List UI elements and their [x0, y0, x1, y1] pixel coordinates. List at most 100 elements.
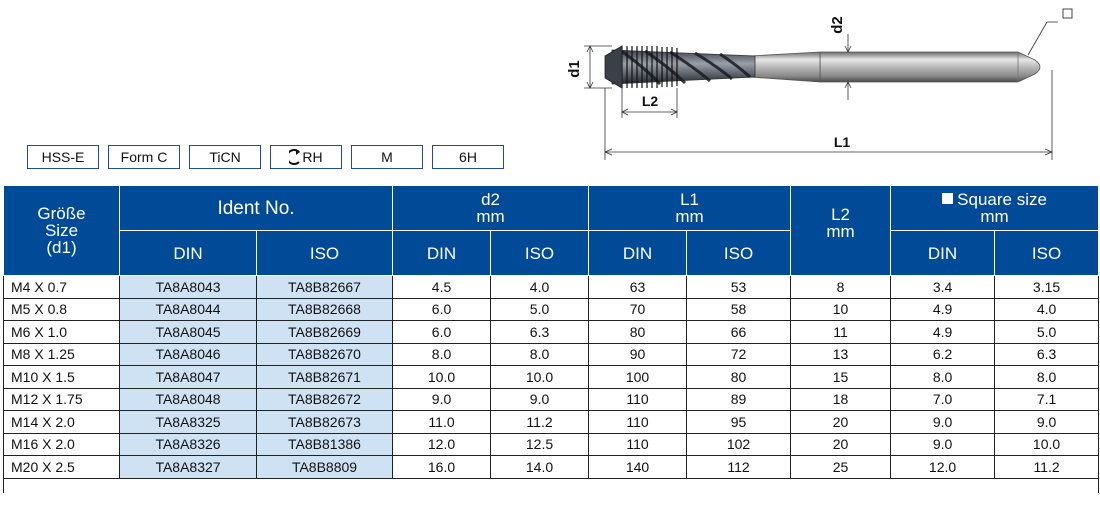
- cell-square-iso: 7.1: [994, 387, 1100, 411]
- table-row: M5 X 0.8 TA8A8044 TA8B82668 6.0 5.0 70 5…: [3, 297, 1100, 321]
- cell-l1-din: 110: [588, 410, 688, 434]
- cell-square-din: 3.4: [890, 275, 996, 299]
- cell-ident-iso: TA8B82668: [255, 297, 394, 321]
- cell-d2-din: 10.0: [392, 365, 492, 389]
- cell-square-din: 8.0: [890, 365, 996, 389]
- cell-square-din: 9.0: [890, 432, 996, 456]
- cell-l2: 8: [790, 275, 892, 299]
- cell-l1-iso: 53: [686, 275, 792, 299]
- cell-l2: 10: [790, 297, 892, 321]
- cell-square-iso: 5.0: [994, 320, 1100, 344]
- header-ident: Ident No.: [118, 185, 394, 231]
- header-d2-din: DIN: [392, 230, 492, 276]
- cell-l2: 11: [790, 320, 892, 344]
- cell-ident-din: TA8A8327: [119, 455, 257, 479]
- cell-size: M10 X 1.5: [3, 365, 120, 389]
- cell-square-iso: 3.15: [994, 275, 1100, 299]
- cell-ident-iso: TA8B82667: [255, 275, 394, 299]
- cell-square-iso: 11.2: [994, 455, 1100, 479]
- cell-square-din: 7.0: [890, 387, 996, 411]
- tap-flute: [611, 49, 756, 85]
- tap-drawing: d1 L2 d2 L1: [566, 8, 1073, 160]
- badge-form: Form C: [108, 145, 180, 169]
- header-d2: d2 mm: [392, 185, 590, 231]
- tap-threads: [621, 46, 678, 88]
- cell-l2: 13: [790, 342, 892, 366]
- d2-label: d2: [829, 16, 846, 34]
- cell-ident-iso: TA8B82669: [255, 320, 394, 344]
- cell-l1-din: 90: [588, 342, 688, 366]
- l1-dimension: [603, 70, 1054, 160]
- cell-ident-din: TA8A8043: [119, 275, 257, 299]
- cell-l1-din: 63: [588, 275, 688, 299]
- cell-l2: 15: [790, 365, 892, 389]
- square-size-icon: [1062, 8, 1073, 19]
- l2-label: L2: [642, 93, 659, 109]
- cell-d2-din: 4.5: [392, 275, 492, 299]
- table-spacer-cell: [2, 477, 1100, 493]
- cell-d2-din: 6.0: [392, 297, 492, 321]
- header-size: Größe Size (d1): [3, 185, 120, 276]
- cell-d2-iso: 12.5: [490, 432, 590, 456]
- cell-size: M8 X 1.25: [3, 342, 120, 366]
- header-l1-iso: ISO: [686, 230, 792, 276]
- cell-ident-iso: TA8B81386: [255, 432, 394, 456]
- badge-coating: TiCN: [189, 145, 261, 169]
- spec-badges: HSS-E Form C TiCN RH M 6H: [27, 145, 504, 169]
- spec-table: Größe Size (d1) Ident No. d2 mm L1 mm L2…: [2, 185, 1100, 493]
- cell-l1-iso: 112: [686, 455, 792, 479]
- cell-ident-din: TA8A8044: [119, 297, 257, 321]
- d1-label: d1: [566, 60, 583, 78]
- cell-square-iso: 9.0: [994, 410, 1100, 434]
- cell-d2-din: 8.0: [392, 342, 492, 366]
- cell-d2-iso: 4.0: [490, 275, 590, 299]
- cell-d2-iso: 6.3: [490, 320, 590, 344]
- badge-rotation: RH: [270, 145, 342, 169]
- cell-size: M20 X 2.5: [3, 455, 120, 479]
- tap-shank: [819, 51, 1041, 83]
- cell-l1-din: 70: [588, 297, 688, 321]
- header-d2-iso: ISO: [490, 230, 590, 276]
- badge-material: HSS-E: [27, 145, 99, 169]
- cell-size: M5 X 0.8: [3, 297, 120, 321]
- cell-size: M4 X 0.7: [3, 275, 120, 299]
- cell-l2: 20: [790, 410, 892, 434]
- cell-l2: 20: [790, 432, 892, 456]
- table-spacer-row: [2, 477, 1100, 493]
- spec-table-body: M4 X 0.7 TA8A8043 TA8B82667 4.5 4.0 63 5…: [2, 275, 1100, 493]
- cell-l1-iso: 95: [686, 410, 792, 434]
- cell-d2-din: 6.0: [392, 320, 492, 344]
- table-row: M12 X 1.75 TA8A8048 TA8B82672 9.0 9.0 11…: [3, 387, 1100, 411]
- cell-l1-din: 100: [588, 365, 688, 389]
- header-square-size: Square size mm: [890, 185, 1100, 231]
- cell-square-iso: 8.0: [994, 365, 1100, 389]
- d2-dimension: [844, 34, 852, 100]
- cell-square-din: 9.0: [890, 410, 996, 434]
- square-icon: [942, 193, 954, 204]
- badge-tolerance: 6H: [432, 145, 504, 169]
- cell-square-iso: 6.3: [994, 342, 1100, 366]
- cell-square-iso: 10.0: [994, 432, 1100, 456]
- header-square-din: DIN: [890, 230, 996, 276]
- cell-size: M16 X 2.0: [3, 432, 120, 456]
- table-row: M4 X 0.7 TA8A8043 TA8B82667 4.5 4.0 63 5…: [3, 275, 1100, 299]
- cell-d2-din: 9.0: [392, 387, 492, 411]
- cell-d2-din: 11.0: [392, 410, 492, 434]
- cell-ident-iso: TA8B82670: [255, 342, 394, 366]
- header-ident-din: DIN: [119, 230, 257, 276]
- cell-d2-iso: 5.0: [490, 297, 590, 321]
- cell-l1-iso: 89: [686, 387, 792, 411]
- cell-size: M12 X 1.75: [3, 387, 120, 411]
- l1-label: L1: [834, 134, 851, 150]
- cell-ident-iso: TA8B82671: [255, 365, 394, 389]
- cell-ident-din: TA8A8046: [119, 342, 257, 366]
- cell-d2-iso: 8.0: [490, 342, 590, 366]
- cell-l1-iso: 72: [686, 342, 792, 366]
- cell-l1-iso: 66: [686, 320, 792, 344]
- cell-l1-iso: 80: [686, 365, 792, 389]
- cell-square-din: 12.0: [890, 455, 996, 479]
- cell-ident-din: TA8A8325: [119, 410, 257, 434]
- cell-square-din: 6.2: [890, 342, 996, 366]
- header-ident-iso: ISO: [255, 230, 394, 276]
- cell-ident-iso: TA8B82673: [255, 410, 394, 434]
